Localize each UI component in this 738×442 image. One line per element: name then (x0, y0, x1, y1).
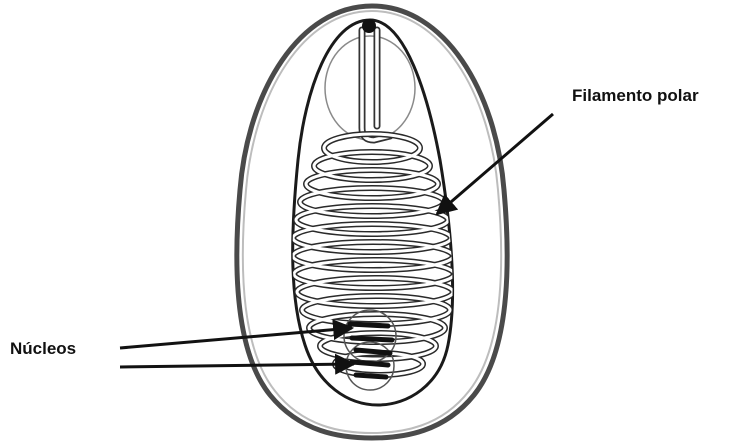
anchoring-disc (362, 19, 376, 33)
nuclei-label: Núcleos (10, 339, 76, 359)
polar-filament-label: Filamento polar (572, 86, 699, 106)
